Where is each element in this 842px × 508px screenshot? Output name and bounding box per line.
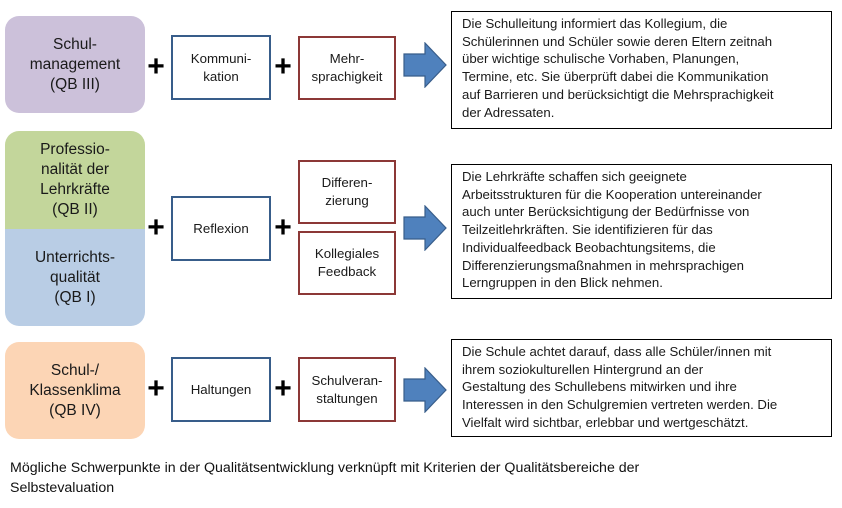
criterion-kommunikation: Kommuni- kation [171, 35, 271, 100]
plus-icon: + [274, 211, 292, 244]
quality-area-professionalitaet: Professio- nalität der Lehrkräfte (QB II… [5, 131, 145, 229]
criterion-haltungen: Haltungen [171, 357, 271, 422]
plus-icon: + [274, 372, 292, 405]
description-box-klassenklima: Die Schule achtet darauf, dass alle Schü… [451, 339, 832, 437]
right-arrow-icon [403, 205, 447, 251]
figure-caption: Mögliche Schwerpunkte in der Qualitätsen… [10, 460, 640, 496]
plus-icon: + [147, 50, 165, 83]
criterion-schulveranstaltungen: Schulveran- staltungen [298, 357, 396, 422]
description-box-lehrkraefte: Die Lehrkräfte schaffen sich geeignete A… [451, 164, 832, 299]
quality-area-klassenklima: Schul-/ Klassenklima (QB IV) [5, 342, 145, 439]
criterion-kollegiales-feedback: Kollegiales Feedback [298, 231, 396, 295]
quality-area-schulmanagement: Schul- management (QB III) [5, 16, 145, 113]
right-arrow-icon [403, 42, 447, 88]
plus-icon: + [274, 50, 292, 83]
criterion-mehrsprachigkeit: Mehr- sprachigkeit [298, 36, 396, 100]
plus-icon: + [147, 372, 165, 405]
plus-icon: + [147, 211, 165, 244]
quality-area-unterrichtsqualitaet: Unterrichts- qualität (QB I) [5, 229, 145, 326]
criterion-differenzierung: Differen- zierung [298, 160, 396, 224]
description-box-schulmanagement: Die Schulleitung informiert das Kollegiu… [451, 11, 832, 129]
right-arrow-icon [403, 367, 447, 413]
criterion-reflexion: Reflexion [171, 196, 271, 261]
